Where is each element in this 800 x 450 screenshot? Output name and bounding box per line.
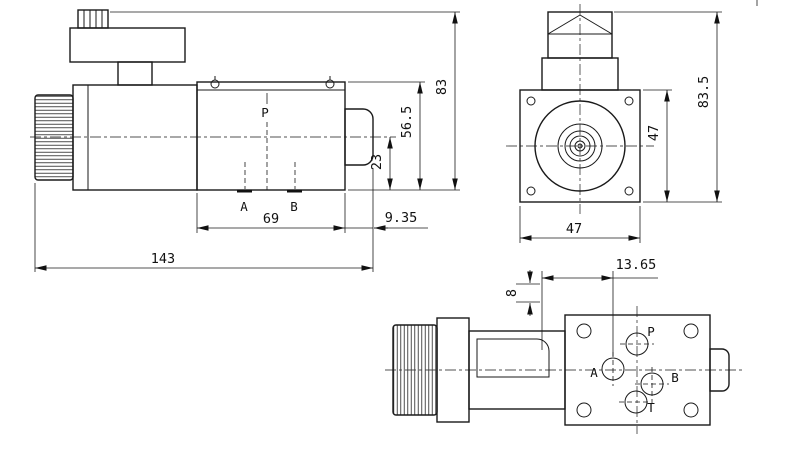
dim-front-body-width: 47 xyxy=(566,221,582,237)
front-view-dimensions: 83.5 47 47 xyxy=(519,11,722,243)
dim-total-length: 143 xyxy=(151,251,175,267)
dim-body-height: 56.5 xyxy=(399,106,415,139)
valve-body xyxy=(196,76,346,191)
dim-total-height: 83 xyxy=(434,79,450,95)
solenoid-coil xyxy=(72,84,198,191)
side-port-markers: P A B xyxy=(237,93,302,214)
port-label-b: B xyxy=(290,199,298,214)
side-view-dimensions: 83 56.5 23 69 9.35 143 xyxy=(34,11,460,272)
dim-body-length: 69 xyxy=(263,211,279,227)
port-label-a: A xyxy=(240,199,248,214)
bottom-view: P A B T 13.65 8 xyxy=(385,257,742,434)
manual-override-knurl xyxy=(34,94,74,181)
valve-body-bottom: P A B T xyxy=(564,314,730,426)
cable-entry-outline xyxy=(476,338,550,378)
dim-port-offset: 13.65 xyxy=(616,257,657,273)
dim-axis-height: 23 xyxy=(369,154,385,170)
end-cap xyxy=(344,108,374,166)
dim-front-body-height: 47 xyxy=(646,125,662,141)
manual-override-knurl-bottom xyxy=(392,324,438,416)
mounting-hole xyxy=(683,402,699,418)
end-cap-bottom xyxy=(709,348,730,392)
port-label-b-bottom: B xyxy=(671,370,679,385)
corner-hole xyxy=(624,96,634,106)
din-connector xyxy=(69,9,186,86)
mounting-screw xyxy=(210,79,220,89)
port-label-t-bottom: T xyxy=(647,400,655,415)
mounting-hole xyxy=(576,323,592,339)
port-label-a-bottom: A xyxy=(590,365,598,380)
side-view: P A B 83 56.5 23 69 9 xyxy=(30,9,460,272)
mounting-screw xyxy=(325,79,335,89)
mounting-hole xyxy=(576,402,592,418)
port-label-p: P xyxy=(261,105,269,120)
coil-end-face xyxy=(519,89,641,203)
corner-hole xyxy=(526,96,536,106)
corner-hole xyxy=(624,186,634,196)
dim-front-total-height: 83.5 xyxy=(696,76,712,109)
bottom-view-dimensions: 13.65 8 xyxy=(504,257,658,356)
dim-entry-offset: 8 xyxy=(504,289,520,297)
front-view: 83.5 47 47 xyxy=(506,4,722,243)
corner-hole xyxy=(526,186,536,196)
dim-end-length: 9.35 xyxy=(385,210,418,226)
mounting-hole xyxy=(683,323,699,339)
port-label-p-bottom: P xyxy=(647,324,655,339)
